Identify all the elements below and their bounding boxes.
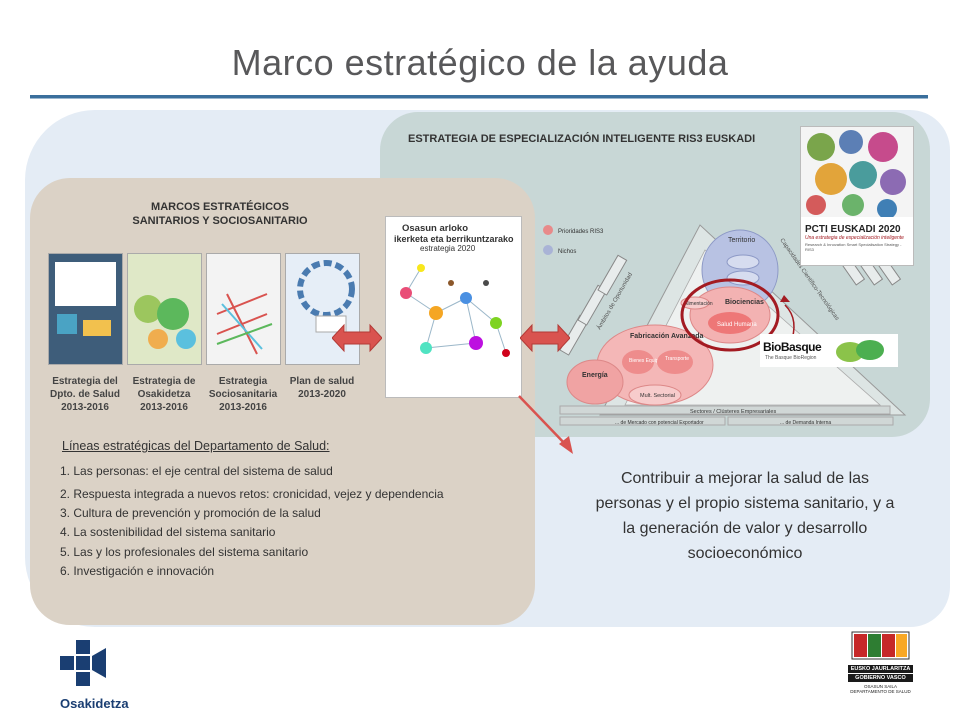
bienes-label: Bienes Equipo (629, 358, 661, 364)
arrow-book-to-ris3 (520, 323, 570, 353)
contrib-l4: socioeconómico (687, 545, 803, 562)
legend-prioridades: Prioridades RIS3 (558, 229, 604, 235)
lineas-item-3: 3. Cultura de prevención y promoción de … (60, 506, 321, 520)
legend-nichos: Nichos (558, 249, 576, 255)
lineas-item-6: 6. Investigación e innovación (60, 564, 215, 578)
doc-caption-dpto-l3: 2013-2016 (61, 402, 109, 413)
lineas-item-4: 4. La sostenibilidad del sistema sanitar… (60, 525, 276, 539)
multisectorial-label: Mult. Sectorial (640, 393, 675, 399)
pcti-subtitle: Una estrategia de especialización inteli… (805, 235, 904, 241)
osakidetza-label: Osakidetza (60, 696, 129, 711)
doc-caption-dpto: Estrategia del Dpto. de Salud 2013-2016 (45, 375, 125, 414)
doc-caption-plan-salud-l2: 2013-2020 (298, 389, 346, 400)
alimentacion-label: Alimentación (684, 301, 713, 307)
highlight-circle (680, 278, 780, 352)
salud-bubble (708, 312, 752, 334)
biobasque-logo: BioBasque The Basque BioRegion (760, 334, 898, 367)
doc-caption-osakidetza: Estrategia de Osakidetza 2013-2016 (124, 375, 204, 414)
lineas-item-5: 5. Las y los profesionales del sistema s… (60, 545, 309, 559)
contrib-text: Contribuir a mejorar la salud de las per… (560, 466, 930, 566)
doc-caption-plan-salud-l1: Plan de salud (289, 376, 355, 387)
pcti-small: Research & Innovation Smart Specialisati… (805, 242, 902, 252)
osakidetza-logo: Osakidetza (60, 640, 129, 711)
doc-cover-dpto-graphic (57, 314, 111, 336)
energia-label: Energía (582, 372, 608, 379)
biobasque-arrowhead (780, 295, 790, 302)
doc-caption-osakidetza-l1: Estrategia de (132, 376, 196, 387)
sectores-label: Sectores / Clústeres Empresariales (690, 409, 776, 415)
territorio-sub2 (726, 270, 760, 286)
biobasque-leaf-icon (836, 340, 884, 362)
biobasque-name: BioBasque (763, 340, 822, 354)
demanda-bar (727, 416, 894, 426)
lineas-item-2: 2. Respuesta integrada a nuevos retos: c… (60, 487, 444, 501)
doc-cover-dpto (48, 253, 123, 365)
biobasque-tagline: The Basque BioRegion (765, 355, 817, 361)
legend-dot-prioridades (543, 225, 553, 235)
gv-line1: EUSKO JAURLARITZA (848, 665, 913, 673)
pcti-cover: PCTI EUSKADI 2020 Una estrategia de espe… (800, 126, 914, 266)
doc-caption-plan-salud: Plan de salud 2013-2020 (282, 375, 362, 401)
doc-caption-osakidetza-l2: Osakidetza (137, 389, 191, 400)
legend-dot-nichos (543, 245, 553, 255)
doc-cover-plan-salud-graphic (297, 260, 355, 333)
doc-caption-sociosanitaria-l2: Sociosanitaria (208, 389, 278, 400)
contrib-l3: la generación de valor y desarrollo (622, 520, 868, 537)
marcos-title-line1: MARCOS ESTRATÉGICOS (151, 201, 289, 213)
gobierno-vasco-logo: EUSKO JAURLARITZA GOBIERNO VASCO OSASUN … (848, 630, 913, 694)
biociencias-label: Biociencias (725, 299, 764, 306)
transporte-label: Transporte (665, 356, 689, 362)
bienes-bubble (622, 350, 654, 374)
lineas-heading: Líneas estratégicas del Departamento de … (62, 439, 330, 453)
multisectorial-bubble (628, 384, 682, 406)
center-book-line2: ikerketa eta berrikuntzarako (394, 234, 514, 244)
page-title: Marco estratégico de la ayuda (231, 42, 729, 83)
gv-line4: DEPARTAMENTO DE SALUD (850, 689, 911, 694)
arrow-marcos-to-book (332, 323, 382, 353)
mercado-label: ... de Mercado con potencial Exportador (615, 420, 704, 426)
osakidetza-logo-icon (60, 640, 106, 686)
doc-caption-osakidetza-l3: 2013-2016 (140, 402, 188, 413)
doc-cover-osakidetza-graphic (134, 295, 196, 349)
title-divider (30, 95, 928, 98)
demanda-label: ... de Demanda Interna (780, 420, 831, 426)
pcti-image (801, 127, 913, 219)
contrib-l2: personas y el propio sistema sanitario, … (595, 495, 895, 512)
center-book-line1: Osasun arloko (402, 223, 468, 234)
gv-line2: GOBIERNO VASCO (848, 673, 913, 682)
fabricacion-label: Fabricación Avanzada (630, 333, 704, 340)
doc-cover-sociosanitaria (206, 253, 281, 365)
doc-caption-sociosanitaria-l3: 2013-2016 (219, 402, 267, 413)
center-strategy-book: Osasun arloko ikerketa eta berrikuntzara… (385, 216, 522, 398)
pcti-title: PCTI EUSKADI 2020 (805, 224, 901, 235)
contrib-l1: Contribuir a mejorar la salud de las (620, 470, 870, 487)
marcos-title: MARCOS ESTRATÉGICOS SANITARIOS Y SOCIOSA… (100, 200, 340, 228)
salud-label: Salud Humana (717, 322, 757, 328)
doc-cover-osakidetza (127, 253, 202, 365)
arrow-to-contrib (518, 395, 573, 454)
doc-caption-dpto-l2: Dpto. de Salud (50, 389, 120, 400)
marcos-title-line2: SANITARIOS Y SOCIOSANITARIO (132, 215, 308, 227)
sectores-bar (559, 405, 891, 415)
gobierno-vasco-shield-icon (851, 631, 910, 660)
mercado-bar (559, 416, 726, 426)
molecule-graphic (400, 264, 510, 357)
doc-caption-sociosanitaria: Estrategia Sociosanitaria 2013-2016 (203, 375, 283, 414)
center-book-line3: estrategia 2020 (420, 244, 476, 253)
territorio-label: Territorio (728, 237, 755, 244)
ris3-title: ESTRATEGIA DE ESPECIALIZACIÓN INTELIGENT… (408, 133, 756, 145)
transporte-bubble (657, 350, 693, 374)
territorio-sub1 (726, 254, 760, 270)
left-box-3 (597, 254, 628, 296)
doc-cover-plan-salud (285, 253, 360, 365)
doc-cover-sociosanitaria-graphic (216, 293, 273, 355)
gv-line3: OSASUN SAILA (863, 684, 897, 689)
lineas-item-1: 1. Las personas: el eje central del sist… (60, 464, 333, 478)
doc-caption-sociosanitaria-l1: Estrategia (218, 376, 268, 387)
energia-bubble (566, 359, 624, 405)
doc-caption-dpto-l1: Estrategia del (52, 376, 118, 387)
